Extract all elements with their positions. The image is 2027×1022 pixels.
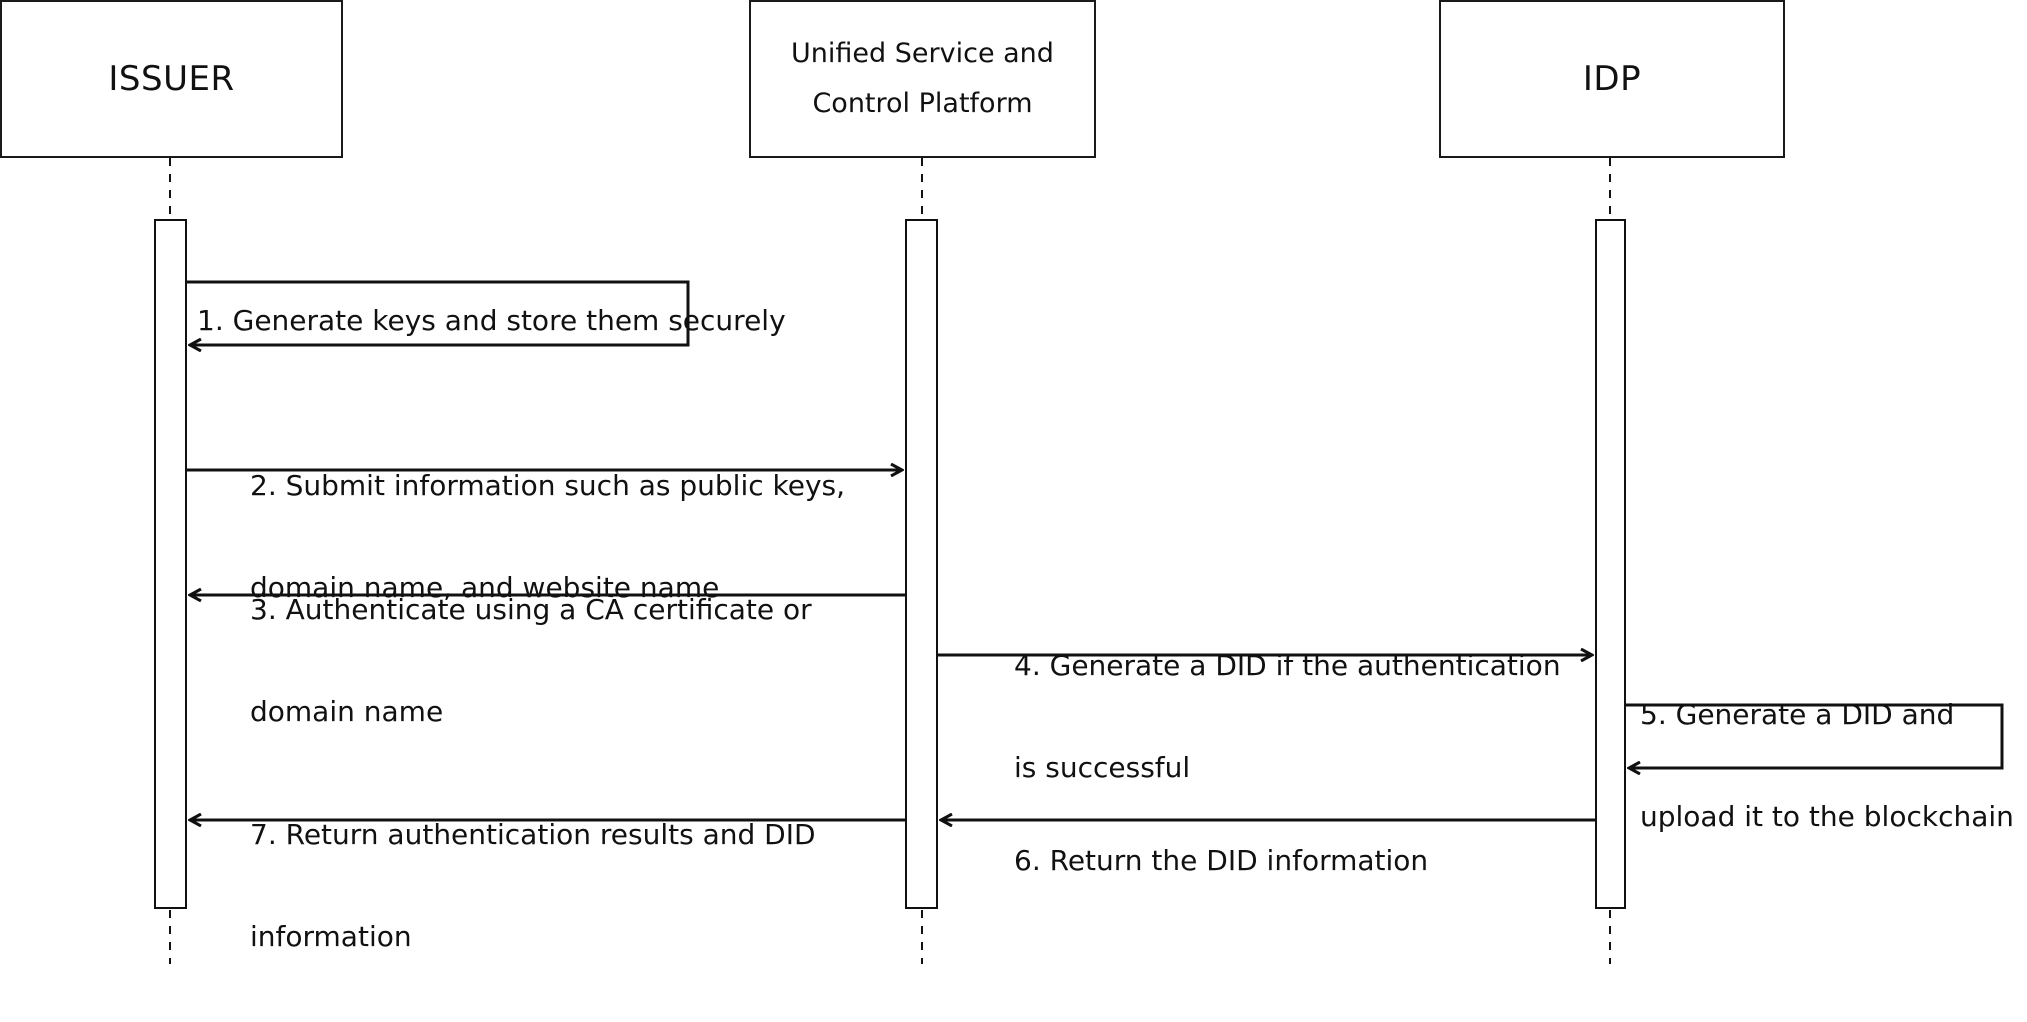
message-4-label: 4. Generate a DID if the authentication … [1014, 581, 1561, 853]
message-7-line2: information [250, 920, 412, 953]
message-6-line1: 6. Return the DID information [1014, 844, 1429, 877]
message-1-line1: 1. Generate keys and store them securely [197, 304, 786, 337]
message-7-line1: 7. Return authentication results and DID [250, 818, 816, 851]
message-3-line2: domain name [250, 695, 444, 728]
message-3-label: 3. Authenticate using a CA certificate o… [250, 525, 812, 797]
message-4-line2: is successful [1014, 751, 1191, 784]
message-2-line1: 2. Submit information such as public key… [250, 469, 846, 502]
participant-platform: Unified Service and Control Platform [749, 0, 1096, 158]
participant-issuer-label: ISSUER [108, 59, 235, 99]
message-1-label: 1. Generate keys and store them securely [197, 236, 786, 406]
participant-idp: IDP [1439, 0, 1785, 158]
arrow-message-1 [186, 280, 690, 345]
message-3-line1: 3. Authenticate using a CA certificate o… [250, 593, 812, 626]
message-6-label: 6. Return the DID information [1014, 776, 1428, 946]
sequence-diagram: ISSUER Unified Service and Control Platf… [0, 0, 2014, 964]
activation-bar-idp [1595, 219, 1626, 909]
message-2-label: 2. Submit information such as public key… [250, 401, 845, 673]
activation-bar-platform [905, 219, 938, 909]
participant-issuer: ISSUER [0, 0, 343, 158]
activation-bar-issuer [154, 219, 187, 909]
message-7-label: 7. Return authentication results and DID… [250, 750, 816, 1022]
diagram-lines [154, 158, 2004, 964]
message-5-line2: upload it to the blockchain [1640, 800, 2014, 833]
participant-platform-label-line2: Control Platform [812, 88, 1033, 119]
message-5-line1: 5. Generate a DID and [1640, 698, 1955, 731]
arrow-message-5 [1625, 703, 2004, 768]
participant-idp-label: IDP [1582, 59, 1642, 99]
participant-platform-label-line1: Unified Service and [791, 38, 1054, 69]
message-2-line2: domain name, and website name [250, 571, 720, 604]
message-4-line1: 4. Generate a DID if the authentication [1014, 649, 1561, 682]
message-5-label: 5. Generate a DID and upload it to the b… [1640, 630, 2014, 902]
